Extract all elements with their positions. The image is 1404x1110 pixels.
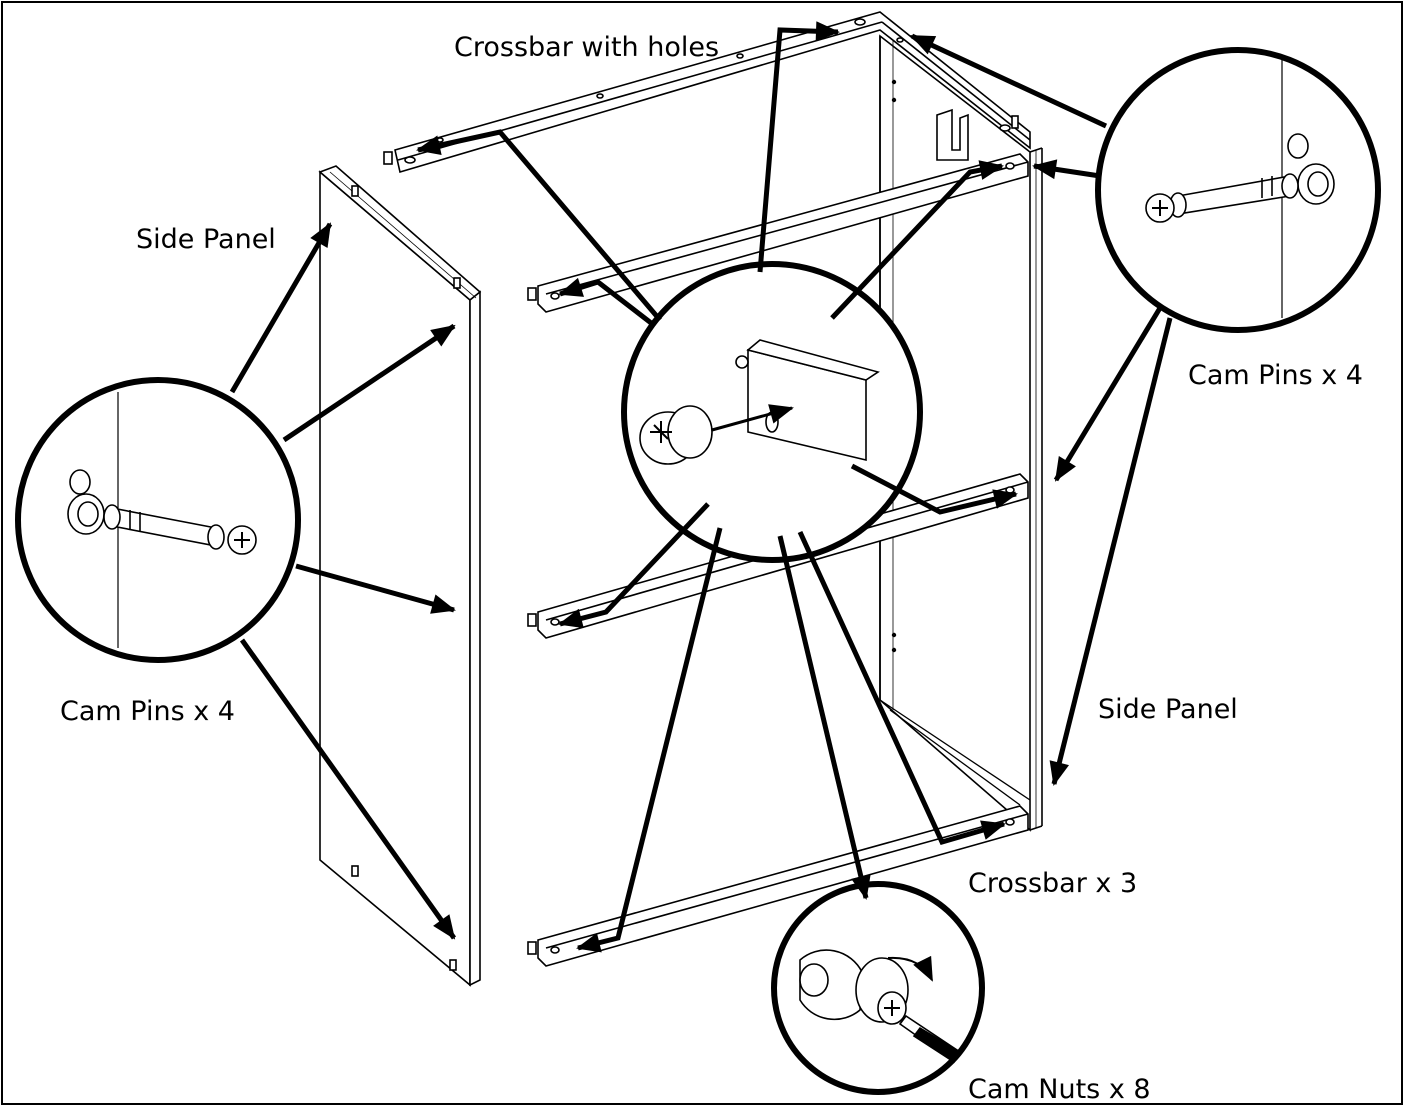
arrow-right-to-low-panel xyxy=(1049,317,1173,786)
right-side-panel xyxy=(879,34,1043,832)
arrow-center-to-lower-crossbar-left xyxy=(576,527,723,953)
arrow-center-to-lower-crossbar-right xyxy=(797,530,1006,846)
label-cam-nuts: Cam Nuts x 8 xyxy=(968,1074,1151,1105)
arrow-right-to-upper-corner xyxy=(1032,159,1101,180)
arrow-left-to-side-panel-bottom xyxy=(239,638,457,940)
arrow-center-to-top-crossbar-right xyxy=(757,21,840,273)
callout-arrows xyxy=(229,21,1173,953)
left-detail-circle xyxy=(15,377,301,663)
label-cam-pins-left: Cam Pins x 4 xyxy=(60,696,235,727)
arrow-center-to-top-crossbar-left xyxy=(416,129,662,322)
bottom-detail-circle xyxy=(771,881,985,1095)
arrow-center-to-upper-crossbar-left xyxy=(558,277,657,328)
center-detail-circle xyxy=(621,261,923,563)
left-side-panel xyxy=(318,165,482,987)
label-crossbar-with-holes: Crossbar with holes xyxy=(454,32,720,63)
cabinet-bottom-edges xyxy=(879,699,1031,806)
crossbar-upper xyxy=(527,153,1029,313)
crossbar-lower xyxy=(527,805,1029,967)
arrow-center-to-bottom-circle xyxy=(777,535,871,900)
arrow-right-to-mid-panel xyxy=(1053,306,1163,482)
label-crossbar-x3: Crossbar x 3 xyxy=(968,868,1138,899)
label-side-panel-left: Side Panel xyxy=(136,224,276,255)
arrow-center-to-upper-crossbar-right xyxy=(830,160,1004,320)
label-cam-pins-right: Cam Pins x 4 xyxy=(1188,360,1363,391)
arrow-center-to-middle-crossbar-right xyxy=(850,463,1018,515)
arrow-left-to-side-panel-top xyxy=(229,222,333,394)
arrow-left-to-side-panel-mid xyxy=(282,323,456,443)
arrow-center-to-middle-crossbar-left xyxy=(558,502,710,629)
label-side-panel-right: Side Panel xyxy=(1098,694,1238,725)
right-detail-circle xyxy=(1095,47,1381,333)
arrow-left-to-side-panel-low xyxy=(295,563,456,614)
arrow-right-to-top-corner xyxy=(910,33,1108,129)
